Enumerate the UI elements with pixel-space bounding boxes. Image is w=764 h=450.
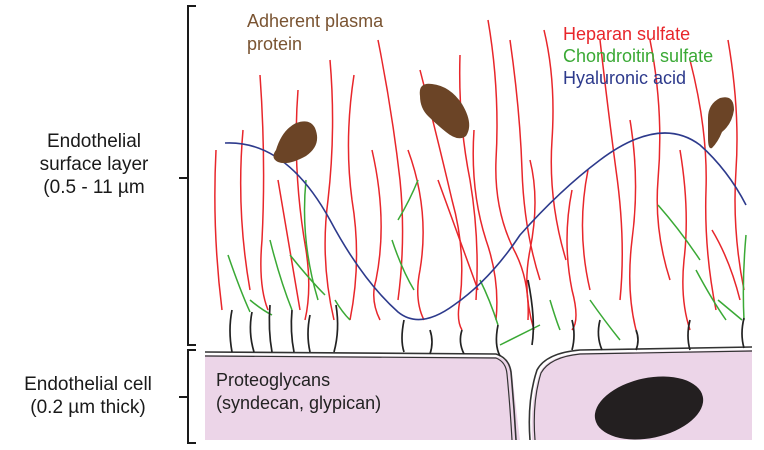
proteoglycan-cores — [229, 279, 745, 357]
hyaluronic-acid-chain — [224, 132, 747, 321]
cell-label-line-2: (0.2 µm thick) — [30, 397, 146, 418]
bracket-cell — [179, 349, 196, 444]
chondroitin-sulfate-chains — [227, 179, 747, 346]
cell-left — [205, 355, 520, 440]
endothelial-cells — [204, 346, 753, 441]
surface-layer-line-2: surface layer — [39, 154, 149, 175]
surface-layer-line-3: (0.5 - 11 µm — [43, 177, 145, 198]
membrane-left-inner — [204, 355, 513, 441]
plasma-protein-label: Adherent plasma protein — [247, 10, 447, 56]
plasma-protein-2 — [419, 83, 470, 139]
proteoglycans-line-2: (syndecan, glypican) — [216, 393, 382, 413]
cell-label-line-1: Endothelial cell — [24, 374, 152, 395]
legend: Heparan sulfate Chondroitin sulfate Hyal… — [563, 23, 713, 89]
proteoglycans-line-1: Proteoglycans — [216, 370, 331, 390]
legend-chondroitin-sulfate: Chondroitin sulfate — [563, 46, 714, 66]
plasma-protein-3 — [708, 97, 734, 149]
membrane-left — [204, 351, 517, 441]
nucleus — [594, 376, 704, 440]
surface-layer-label: Endothelial surface layer (0.5 - 11 µm — [14, 130, 174, 199]
surface-layer-line-1: Endothelial — [46, 131, 142, 152]
heparan-sulfate-chains — [214, 19, 745, 331]
plasma-protein-1 — [273, 121, 318, 164]
membrane-right — [528, 346, 753, 441]
plasma-proteins — [273, 83, 734, 164]
scale-brackets — [179, 5, 196, 444]
legend-hyaluronic-acid: Hyaluronic acid — [563, 68, 687, 88]
bracket-surface-layer — [179, 5, 196, 346]
endothelial-cell-label: Endothelial cell (0.2 µm thick) — [0, 373, 176, 419]
proteoglycans-label: Proteoglycans (syndecan, glypican) — [216, 369, 456, 415]
plasma-label-line-2: protein — [247, 34, 303, 54]
plasma-label-line-1: Adherent plasma — [247, 11, 384, 31]
membrane-right-inner — [533, 350, 753, 441]
legend-heparan-sulfate: Heparan sulfate — [563, 24, 691, 44]
